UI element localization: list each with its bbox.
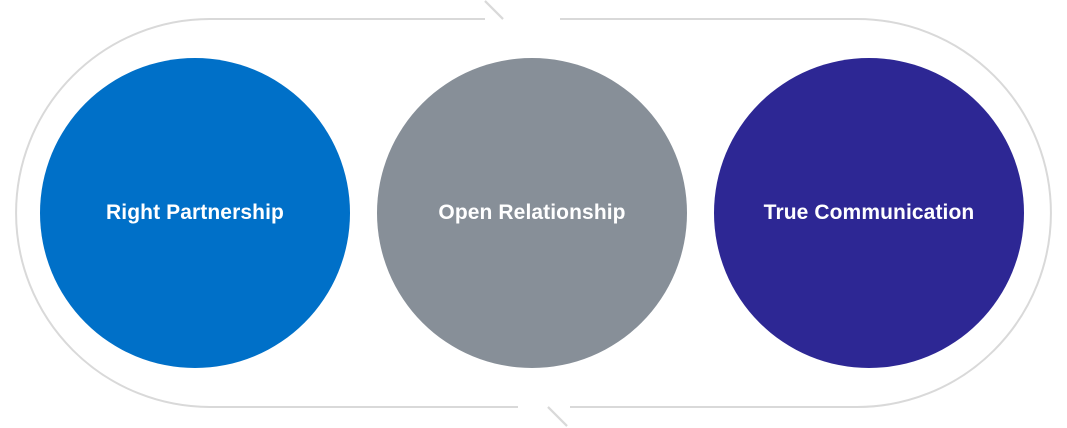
node-open-relationship: Open Relationship [377, 58, 687, 368]
node-true-communication: True Communication [714, 58, 1024, 368]
loop-frame-notch-bottom [547, 406, 568, 427]
node-right-partnership: Right Partnership [40, 58, 350, 368]
node-label: Right Partnership [106, 201, 284, 224]
node-label: True Communication [763, 201, 975, 224]
node-label: Open Relationship [438, 201, 626, 224]
loop-frame-notch-top [484, 0, 504, 20]
